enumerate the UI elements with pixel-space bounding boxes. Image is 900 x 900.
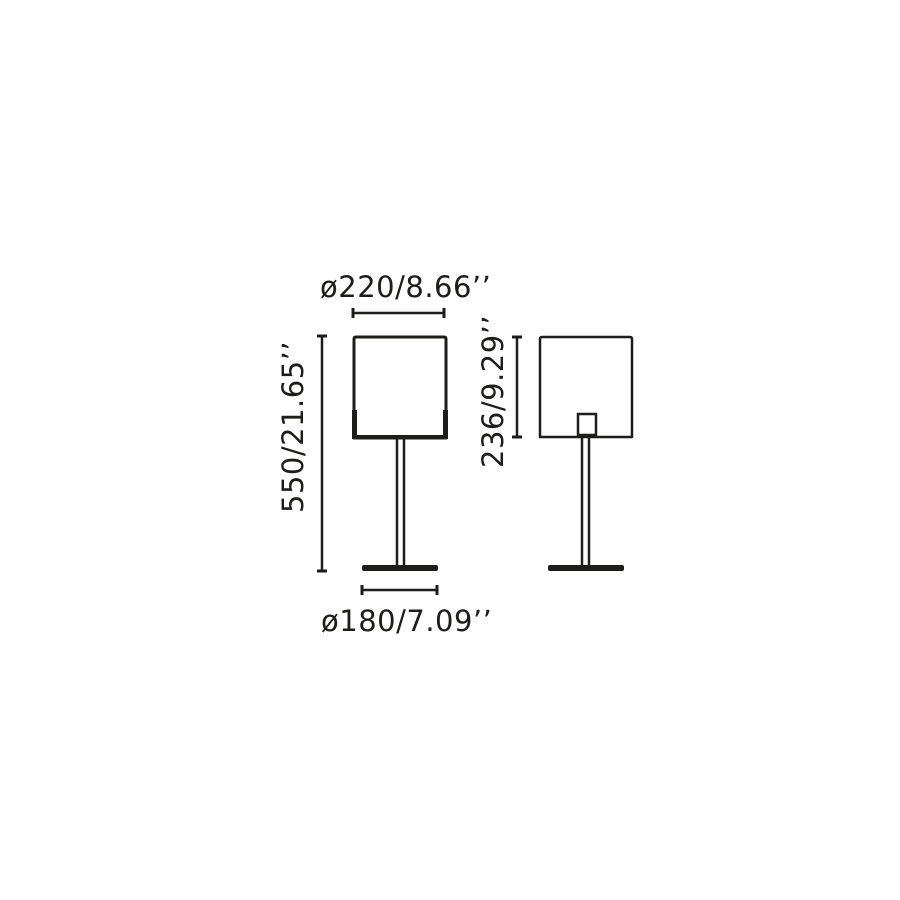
shade-diameter-dimension: ø220/8.66’’: [320, 270, 491, 318]
lamp-front-view: [352, 335, 448, 571]
lamp-base: [362, 565, 438, 571]
total-height-label: 550/21.65’’: [276, 341, 310, 513]
shade-height-dimension: 236/9.29’’: [476, 315, 522, 468]
shade-bottom-rim: [352, 435, 448, 439]
lamp-base-section: [548, 565, 624, 571]
shade-height-label: 236/9.29’’: [476, 315, 510, 468]
lamp-section-view: [538, 335, 634, 571]
lamp-shade: [352, 335, 448, 440]
total-height-dimension: 550/21.65’’: [276, 334, 327, 573]
base-diameter-dimension: ø180/7.09’’: [321, 585, 492, 638]
base-diameter-label: ø180/7.09’’: [321, 604, 492, 638]
shade-band-right: [443, 410, 448, 439]
shade-diameter-label: ø220/8.66’’: [320, 270, 491, 304]
lamp-shade-section: [538, 335, 634, 439]
shade-band-left: [352, 410, 357, 439]
socket-holder: [576, 412, 598, 437]
